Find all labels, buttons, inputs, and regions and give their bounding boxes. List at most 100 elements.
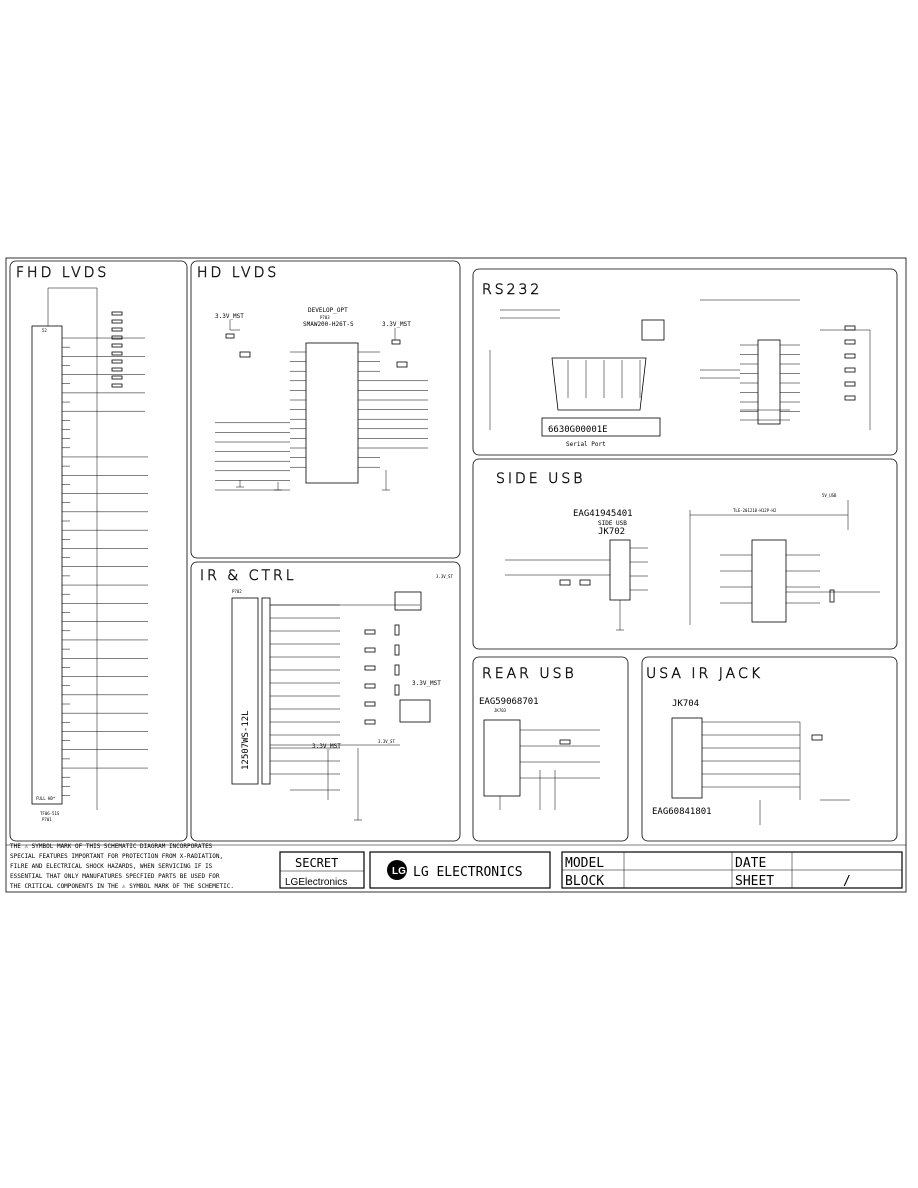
usa-ir-jack-part-no: EAG60841801: [652, 807, 712, 817]
side-usb-jack: JK702: [598, 527, 625, 537]
rs232-part: 6630G00001E: [548, 425, 608, 435]
warning-line-1: THE ⚠ SYMBOL MARK OF THIS SCHEMATIC DIAG…: [10, 843, 213, 850]
resistor: [111, 351, 123, 356]
panel-fhd-lvds: FHD LVDS 52 FULL HD* TF06-51S P701: [9, 260, 188, 842]
hd-connector-ref: P703: [320, 315, 330, 320]
fhd-connector-foot: FULL HD*: [36, 796, 56, 801]
resistor: [111, 327, 123, 332]
fhd-connector-pins: 52: [42, 328, 47, 333]
panel-hd-lvds: HD LVDS DEVELOP_OPT P703 SMAW200-H26T-S …: [190, 260, 461, 559]
secret-box: [279, 851, 365, 889]
panel-rs232: RS232 6630G00001E Serial Port: [472, 268, 898, 456]
warning-line-5: THE CRITICAL COMPONENTS IN THE ⚠ SYMBOL …: [10, 883, 234, 890]
capacitor: [844, 381, 856, 387]
panel-usa-ir-jack: USA IR JACK JK704 EAG60841801: [641, 656, 898, 842]
sheet-label: SHEET: [735, 874, 774, 889]
warning-line-2: SPECIAL FEATURES IMPORTANT FOR PROTECTIO…: [10, 853, 223, 860]
resistor: [394, 644, 400, 656]
rear-usb-part-no: EAG59068701: [479, 697, 539, 707]
side-usb-ic: [751, 539, 787, 623]
resistor: [829, 589, 835, 603]
rear-usb-jack: JK703: [494, 708, 507, 713]
side-usb-label: SIDE USB: [598, 520, 627, 527]
ir-vcc-st2: 3.3V_ST: [378, 739, 395, 744]
sheet-border: [5, 257, 907, 893]
resistor: [394, 664, 400, 676]
brand-large: LG ELECTRONICS: [413, 865, 523, 880]
resistor: [111, 383, 123, 388]
capacitor: [811, 734, 823, 741]
usa-ir-jack-title: USA IR JACK: [646, 666, 763, 682]
ir-vcc-st: 3.3V_ST: [436, 574, 453, 579]
resistor: [111, 343, 123, 348]
ir-ctrl-ref: P702: [232, 589, 242, 594]
capacitor: [364, 629, 376, 635]
secret-label: SECRET: [295, 856, 338, 870]
date-label: DATE: [735, 856, 766, 871]
resistor: [111, 367, 123, 372]
resistor: [394, 684, 400, 696]
ir-ctrl-connector: [231, 597, 259, 785]
usa-ir-jack-connector: [671, 717, 703, 799]
panel-ir-ctrl: IR & CTRL P702 12507WS-12L 3.3V_ST 3.3V_…: [190, 561, 461, 842]
resistor: [559, 739, 571, 745]
fhd-connector: [31, 325, 63, 805]
resistor: [391, 339, 401, 345]
ir-ctrl-part: 12507WS-12L: [241, 710, 251, 770]
capacitor: [364, 719, 376, 725]
capacitor: [579, 579, 591, 586]
transistor: [641, 319, 665, 341]
capacitor: [844, 339, 856, 345]
capacitor: [844, 353, 856, 359]
usa-ir-jack-ref: JK704: [672, 699, 699, 709]
serial-port-connector: [551, 357, 647, 411]
capacitor: [844, 325, 856, 331]
rear-usb-title: REAR USB: [482, 666, 577, 682]
panel-side-usb: SIDE USB EAG41945401 SIDE USB JK702 TLE-…: [472, 458, 898, 650]
rs232-ic: [757, 339, 781, 425]
ir-vcc-mst-bottom: 3.3V_MST: [312, 743, 341, 750]
capacitor: [844, 367, 856, 373]
hd-connector-part: SMAW200-H26T-S: [303, 321, 354, 328]
resistor: [394, 624, 400, 636]
capacitor: [239, 351, 251, 358]
resistor: [111, 335, 123, 340]
capacitor: [364, 701, 376, 707]
capacitor: [364, 647, 376, 653]
fhd-connector-ref: P701: [42, 817, 52, 822]
footer: THE ⚠ SYMBOL MARK OF THIS SCHEMATIC DIAG…: [6, 843, 906, 890]
sheet-slash: /: [843, 874, 851, 889]
resistor: [111, 311, 123, 316]
capacitor: [396, 361, 408, 368]
serial-port-label: Serial Port: [566, 441, 606, 448]
ir-ctrl-title: IR & CTRL: [200, 568, 297, 584]
hd-develop-opt: DEVELOP_OPT: [308, 307, 348, 314]
hd-connector: [305, 342, 359, 484]
resistor: [111, 375, 123, 380]
side-usb-title: SIDE USB: [496, 471, 585, 487]
warning-line-3: FILRE AND ELECTRICAL SHOCK HAZARDS, WHEN…: [10, 863, 213, 870]
hd-vcc-left: 3.3V_MST: [215, 313, 244, 320]
side-usb-connector: [609, 539, 631, 601]
ir-vcc-mst-top: 3.3V_MST: [412, 680, 441, 687]
capacitor: [364, 665, 376, 671]
brand-small: LGElectronics: [285, 877, 347, 888]
fhd-connector-part: TF06-51S: [40, 811, 60, 816]
side-usb-ic-part: TLE-201210-H12P-H2: [733, 508, 777, 513]
side-usb-vcc: 5V_USB: [822, 493, 837, 498]
rear-usb-connector: [483, 719, 521, 797]
resistor: [111, 359, 123, 364]
panel-rear-usb: REAR USB EAG59068701 JK703: [472, 656, 629, 842]
block-label: BLOCK: [565, 874, 604, 889]
capacitor: [844, 395, 856, 401]
hd-lvds-title: HD LVDS: [197, 265, 279, 281]
svg-text:LG: LG: [392, 866, 406, 877]
hd-vcc-right: 3.3V_MST: [382, 321, 411, 328]
brand-box: [369, 851, 551, 889]
lg-logo: [387, 860, 407, 880]
capacitor: [364, 683, 376, 689]
capacitor: [559, 579, 571, 586]
model-label: MODEL: [565, 856, 604, 871]
side-usb-part-no: EAG41945401: [573, 509, 633, 519]
